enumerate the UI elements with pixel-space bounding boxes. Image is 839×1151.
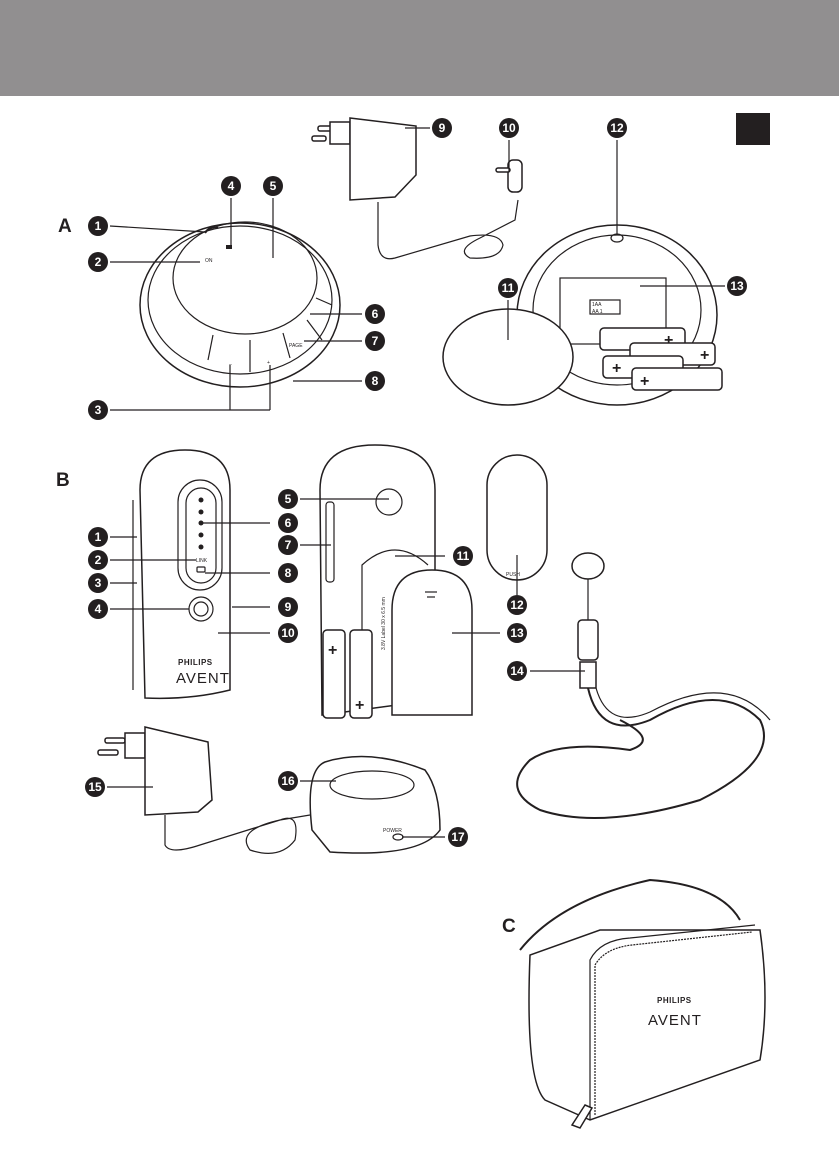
callout-a-1: 1	[88, 216, 108, 236]
callout-b-11: 11	[453, 546, 473, 566]
svg-text:+: +	[612, 360, 621, 377]
svg-text:11: 11	[502, 281, 515, 295]
callout-a-12: 12	[607, 118, 627, 138]
svg-text:2: 2	[95, 553, 102, 567]
battery-mark-2: AA 1	[592, 309, 603, 315]
batteries-a: + + + +	[599, 327, 723, 391]
callout-b-10: 10	[278, 623, 298, 643]
svg-text:10: 10	[502, 121, 516, 135]
callout-b-13: 13	[507, 623, 527, 643]
battery-mark-1: 1AA	[592, 302, 602, 308]
callout-b-1: 1	[88, 527, 108, 547]
callout-a-3: 3	[88, 400, 108, 420]
header-band	[0, 0, 839, 96]
case-brand-bottom: AVENT	[648, 1012, 702, 1029]
link-label: LINK	[196, 558, 208, 564]
parent-unit-brand-top: PHILIPS	[178, 658, 213, 667]
svg-text:+: +	[328, 642, 337, 659]
parent-unit-brand-bottom: AVENT	[176, 670, 230, 687]
plus-label: +	[267, 360, 270, 366]
callout-b-3: 3	[88, 573, 108, 593]
baby-unit-a: ON – + PAGE	[139, 221, 341, 388]
battery-cover-b	[391, 569, 473, 716]
svg-text:12: 12	[510, 598, 524, 612]
svg-text:1: 1	[95, 530, 102, 544]
case-brand-top: PHILIPS	[657, 996, 692, 1005]
section-letter-c: C	[502, 916, 516, 937]
callout-a-8: 8	[365, 371, 385, 391]
callout-a-11: 11	[498, 278, 518, 298]
callouts: 1 2 3 4 5 6 7 8 9 10 11 12 13 1 2 3 4 5 …	[85, 118, 747, 847]
callout-a-13: 13	[727, 276, 747, 296]
svg-text:6: 6	[285, 516, 292, 530]
callout-b-2: 2	[88, 550, 108, 570]
callout-a-2: 2	[88, 252, 108, 272]
power-label: POWER	[383, 828, 402, 834]
parent-unit-front: LINK PHILIPS AVENT	[132, 449, 231, 700]
svg-text:7: 7	[285, 538, 292, 552]
svg-text:17: 17	[451, 830, 465, 844]
callout-a-6: 6	[365, 304, 385, 324]
callout-b-17: 17	[448, 827, 468, 847]
section-letter-b: B	[56, 470, 70, 491]
svg-text:10: 10	[281, 626, 295, 640]
svg-text:12: 12	[610, 121, 624, 135]
svg-text:+: +	[640, 373, 649, 390]
svg-text:9: 9	[285, 600, 292, 614]
language-tab	[736, 113, 770, 145]
section-letter-a: A	[58, 216, 72, 237]
svg-text:6: 6	[372, 307, 379, 321]
battery-label-text: 3.8V Label 30 x 6.5 mm	[381, 597, 387, 650]
svg-text:11: 11	[457, 549, 470, 563]
svg-text:+: +	[355, 697, 364, 714]
callout-b-9: 9	[278, 597, 298, 617]
belt-clip: PUSH	[486, 454, 548, 581]
svg-text:+: +	[700, 347, 709, 364]
callout-b-5: 5	[278, 489, 298, 509]
svg-text:5: 5	[285, 492, 292, 506]
callout-b-8: 8	[278, 563, 298, 583]
svg-text:9: 9	[439, 121, 446, 135]
neck-cord	[516, 552, 771, 819]
callout-b-14: 14	[507, 661, 527, 681]
svg-text:1: 1	[95, 219, 102, 233]
svg-text:3: 3	[95, 576, 102, 590]
batteries-b: + +	[322, 629, 373, 719]
carry-case: PHILIPS AVENT	[519, 878, 766, 1129]
svg-text:16: 16	[281, 774, 295, 788]
svg-text:7: 7	[372, 334, 379, 348]
callout-b-7: 7	[278, 535, 298, 555]
svg-text:13: 13	[730, 279, 744, 293]
svg-text:3: 3	[95, 403, 102, 417]
charger-base: POWER	[309, 755, 441, 854]
svg-text:8: 8	[285, 566, 292, 580]
callout-b-4: 4	[88, 599, 108, 619]
svg-text:4: 4	[95, 602, 102, 616]
leader-lines-b	[107, 498, 585, 838]
page-label: PAGE	[289, 343, 303, 349]
svg-text:4: 4	[228, 179, 235, 193]
svg-text:8: 8	[372, 374, 379, 388]
callout-a-4: 4	[221, 176, 241, 196]
svg-text:14: 14	[510, 664, 524, 678]
callout-a-7: 7	[365, 331, 385, 351]
callout-a-5: 5	[263, 176, 283, 196]
svg-text:15: 15	[88, 780, 102, 794]
callout-a-10: 10	[499, 118, 519, 138]
svg-text:+: +	[664, 332, 673, 349]
callout-b-15: 15	[85, 777, 105, 797]
svg-text:13: 13	[510, 626, 524, 640]
callout-b-12: 12	[507, 595, 527, 615]
leader-lines-a	[109, 127, 725, 411]
svg-text:2: 2	[95, 255, 102, 269]
callout-a-9: 9	[432, 118, 452, 138]
callout-b-16: 16	[278, 771, 298, 791]
svg-text:5: 5	[270, 179, 277, 193]
callout-b-6: 6	[278, 513, 298, 533]
power-adapter-b	[97, 726, 311, 854]
clip-mark: PUSH	[506, 572, 520, 578]
on-label: ON	[205, 258, 213, 264]
power-adapter-a	[311, 117, 523, 260]
